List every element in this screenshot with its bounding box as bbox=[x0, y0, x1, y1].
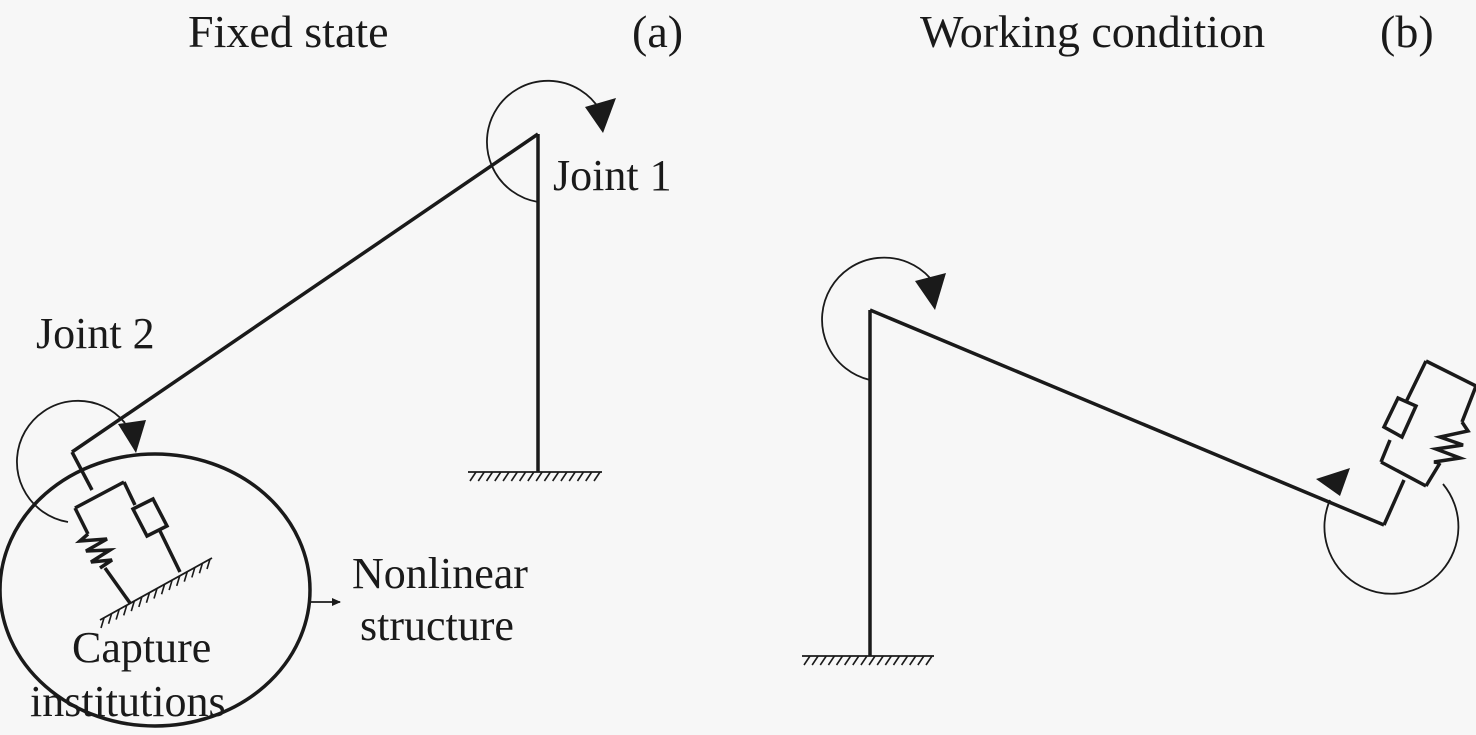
hatch-mark bbox=[925, 655, 933, 666]
hatch-mark bbox=[844, 655, 852, 666]
hatch-mark bbox=[191, 567, 196, 578]
hatch-mark bbox=[175, 575, 181, 587]
capture-label-line2: institutions bbox=[30, 677, 226, 726]
panel-b bbox=[802, 256, 1476, 666]
hatch-mark bbox=[917, 655, 925, 666]
joint2-label: Joint 2 bbox=[36, 309, 155, 358]
capture-label-line1: Capture bbox=[72, 623, 211, 672]
hatch-mark bbox=[803, 655, 811, 666]
hatch-mark bbox=[206, 558, 211, 570]
hatch-mark bbox=[560, 471, 568, 482]
hatch-mark bbox=[811, 655, 819, 666]
panel-a-tag: (a) bbox=[632, 6, 683, 57]
hatch-mark bbox=[819, 655, 827, 666]
arm-link bbox=[869, 308, 1385, 527]
hatch-mark bbox=[130, 600, 136, 612]
hatch-mark bbox=[876, 655, 884, 666]
hatch-mark bbox=[868, 655, 876, 666]
nonlinear-label-line1: Nonlinear bbox=[352, 549, 528, 598]
hatch-mark bbox=[198, 562, 204, 574]
hatch-mark bbox=[892, 655, 901, 666]
hatch-mark bbox=[527, 471, 535, 482]
ground-support-icon bbox=[802, 655, 934, 666]
spring-damper-icon bbox=[73, 480, 213, 629]
hatch-mark bbox=[183, 571, 189, 582]
hatch-mark bbox=[115, 609, 120, 620]
hatch-mark bbox=[576, 471, 585, 482]
hatch-mark bbox=[477, 471, 485, 482]
hatch-mark bbox=[884, 655, 892, 666]
hatch-mark bbox=[494, 471, 502, 482]
hatch-mark bbox=[535, 471, 543, 482]
hatch-mark bbox=[153, 588, 158, 599]
hatch-mark bbox=[138, 596, 143, 608]
hatch-mark bbox=[835, 655, 844, 666]
panel-a-title: Fixed state bbox=[188, 6, 389, 57]
hatch-mark bbox=[122, 605, 128, 616]
hatch-mark bbox=[860, 655, 868, 666]
panel-a: Joint 1 Joint 2 Nonlinear structure Capt… bbox=[0, 79, 672, 728]
hatch-mark bbox=[160, 584, 166, 595]
hatch-mark bbox=[107, 613, 113, 625]
hatch-mark bbox=[543, 471, 552, 482]
joint1-rotation-arrow-icon bbox=[486, 79, 616, 203]
hatch-mark bbox=[909, 655, 917, 666]
hatch-mark bbox=[510, 471, 518, 482]
hatch-mark bbox=[568, 471, 576, 482]
panel-b-title: Working condition bbox=[920, 6, 1265, 57]
hatch-mark bbox=[852, 655, 860, 666]
hatch-mark bbox=[585, 471, 593, 482]
spring-damper-icon bbox=[1379, 359, 1476, 488]
hatch-mark bbox=[168, 579, 173, 591]
hatch-mark bbox=[145, 592, 151, 603]
arm-link bbox=[71, 132, 539, 454]
hatch-mark bbox=[552, 471, 560, 482]
hatch-mark bbox=[518, 471, 527, 482]
nonlinear-structure-boundary bbox=[0, 452, 312, 728]
joint2-rotation-arrow-icon bbox=[1316, 468, 1460, 595]
joint1-rotation-arrow-icon bbox=[821, 256, 946, 381]
nonlinear-label-line2: structure bbox=[360, 601, 514, 650]
hatch-mark bbox=[485, 471, 494, 482]
joint2-rotation-arrow-icon bbox=[16, 399, 146, 523]
hatch-mark bbox=[100, 617, 105, 629]
hatch-mark bbox=[469, 471, 477, 482]
hatch-mark bbox=[593, 471, 601, 482]
hatch-mark bbox=[827, 655, 836, 666]
joint1-label: Joint 1 bbox=[553, 151, 672, 200]
hatch-mark bbox=[900, 655, 909, 666]
capture-link bbox=[1382, 479, 1406, 526]
panel-b-tag: (b) bbox=[1380, 6, 1434, 57]
ground-support-icon bbox=[468, 471, 602, 482]
hatch-mark bbox=[502, 471, 510, 482]
